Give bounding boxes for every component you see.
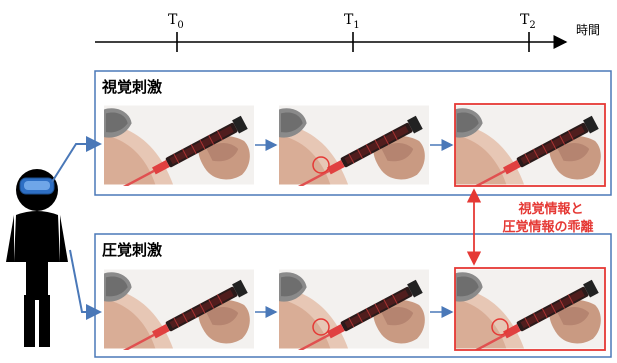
mismatch-label-line1: 視覚情報と [517,201,583,217]
time-axis-label: 時間 [576,23,600,37]
contact-marker [491,318,509,336]
visual-link-arrow [51,136,102,183]
pressure-stimulus-panel: 圧覚刺激 [94,233,612,358]
visual-stimulus-panel: 視覚刺激 [94,70,612,196]
highlight-frame [454,267,606,351]
mismatch-label-line2: 圧覚情報の乖離 [502,219,593,235]
syringe-on-arm-icon [455,268,605,350]
syringe-on-arm-icon [455,104,605,186]
panel-title: 視覚刺激 [101,78,163,96]
tick-label-t0: T0 [168,12,184,31]
contact-marker [312,318,330,336]
syringe-on-arm-icon [279,104,429,186]
syringe-on-arm-icon [279,268,429,350]
syringe-on-arm-icon [104,104,254,186]
tick-label-t2: T2 [520,12,536,31]
tick-label-t1: T1 [344,12,360,31]
pressure-link-arrow [69,249,102,320]
contact-marker [312,156,330,174]
highlight-frame [454,103,606,187]
timeline: T0 T1 T2 時間 [95,12,600,52]
person-with-vr-headset-icon [6,169,68,347]
syringe-on-arm-icon [104,268,254,350]
panel-title: 圧覚刺激 [102,241,163,259]
